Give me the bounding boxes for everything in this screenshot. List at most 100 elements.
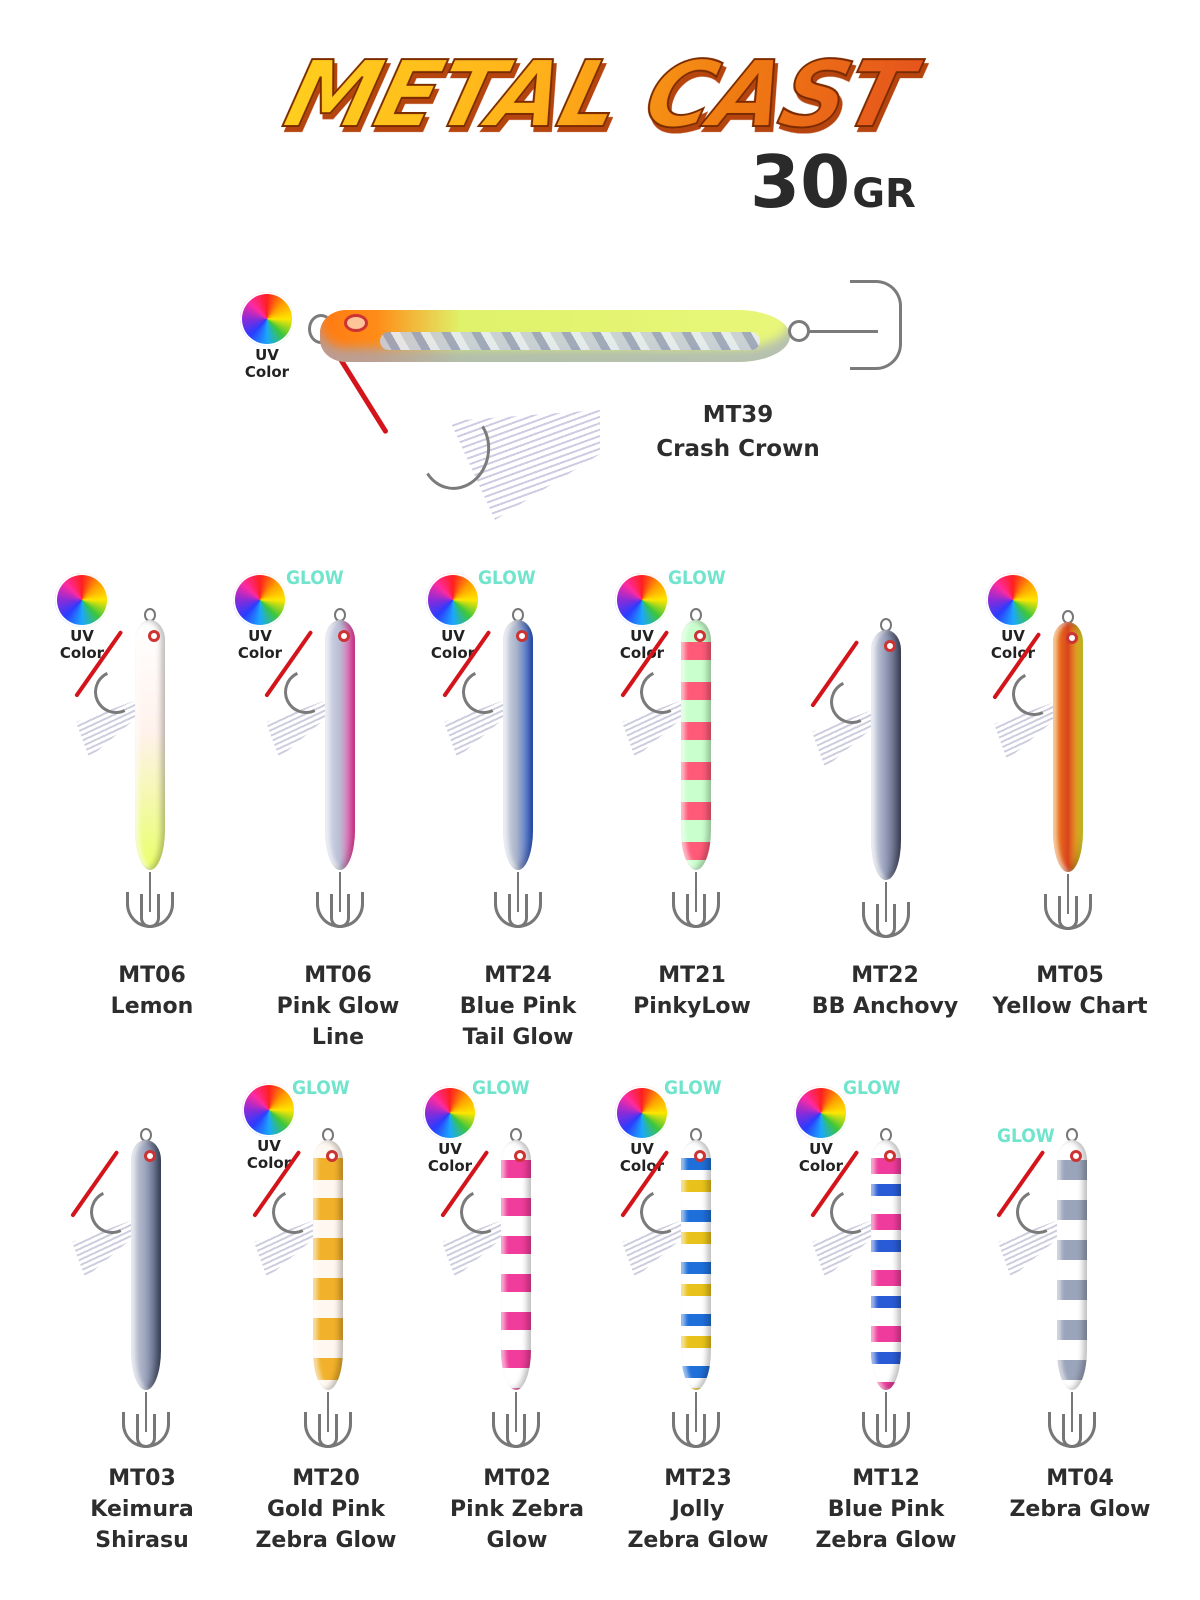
lure-image-mt05-yellow-chart [992, 592, 1128, 942]
lure-image-mt23-jolly-zebra-glow [620, 1110, 756, 1460]
jig-body [871, 1140, 901, 1390]
product-code: MT02 [483, 1466, 551, 1491]
uv-label: UV [257, 1137, 281, 1155]
product-name-line1: Pink Zebra [450, 1497, 584, 1522]
uv-label: UV [630, 627, 654, 645]
product-code: MT12 [852, 1466, 920, 1491]
product-caption: MT03 Keimura Shirasu [52, 1463, 232, 1556]
eye-icon [326, 1150, 338, 1162]
eye-icon [344, 314, 368, 332]
uv-color-badge: UV Color [418, 1086, 482, 1174]
color-label: Color [430, 644, 476, 662]
hero-uv-color-badge: UV Color [235, 292, 299, 380]
treble-hook-icon [330, 894, 350, 928]
eye-icon [1070, 1150, 1082, 1162]
color-label: Color [798, 1157, 844, 1175]
uv-color-badge: UV Color [610, 1086, 674, 1174]
weight-value: 30 [750, 140, 851, 224]
lure-image-mt06-lemon [74, 590, 210, 940]
product-caption: MT04 Zebra Glow [985, 1463, 1175, 1525]
lure-image-mt06-pink-glow-line [264, 590, 400, 940]
product-name-line1: Pink Glow [276, 994, 400, 1019]
product-name-line2: Shirasu [95, 1528, 189, 1553]
product-caption: MT02 Pink Zebra Glow [427, 1463, 607, 1556]
uv-label: UV [441, 627, 465, 645]
color-label: Color [246, 1154, 292, 1172]
uv-label: UV [438, 1140, 462, 1158]
product-name-line2: Line [311, 1025, 365, 1050]
product-code: MT05 [1036, 963, 1104, 988]
product-name-line1: Zebra Glow [1009, 1497, 1151, 1522]
product-code: MT21 [658, 963, 726, 988]
product-code: MT20 [292, 1466, 360, 1491]
uv-label: UV [809, 1140, 833, 1158]
treble-hook-icon [1058, 896, 1078, 930]
jig-body [325, 620, 355, 870]
color-wheel-icon [242, 1083, 296, 1137]
glow-badge: GLOW [668, 567, 726, 589]
treble-hook-icon [850, 280, 902, 332]
product-name-line2: Glow [486, 1528, 548, 1553]
lure-image-mt24-blue-pink-tail-glow [442, 590, 578, 940]
jig-body [681, 620, 711, 870]
hero-lure-image [300, 270, 920, 530]
uv-color-badge: UV Color [789, 1086, 853, 1174]
product-name-line1: Yellow Chart [992, 994, 1148, 1019]
uv-color-badge: UV Color [50, 573, 114, 661]
color-wheel-icon [233, 573, 287, 627]
treble-shank [808, 330, 878, 333]
glow-badge: GLOW [472, 1077, 530, 1099]
eye-icon [694, 630, 706, 642]
product-code: MT39 [702, 402, 774, 428]
product-code: MT03 [108, 1466, 176, 1491]
eye-icon [338, 630, 350, 642]
eye-icon [148, 630, 160, 642]
weight-unit: GR [852, 171, 916, 217]
treble-hook-icon [140, 894, 160, 928]
lure-image-mt22-bb-anchovy [810, 600, 946, 950]
jig-body [503, 620, 533, 870]
lure-image-mt03-keimura-shirasu [70, 1110, 206, 1460]
treble-hook-icon [1062, 1414, 1082, 1448]
glow-badge: GLOW [997, 1125, 1055, 1147]
product-name: Crash Crown [656, 436, 820, 462]
weight-label: 30GR [750, 140, 916, 230]
eye-icon [884, 640, 896, 652]
lure-image-mt21-pinkylow [620, 590, 756, 940]
eye-icon [514, 1150, 526, 1162]
lure-image-mt04-zebra-glow [996, 1110, 1132, 1460]
uv-label: UV [255, 346, 279, 364]
uv-color-badge: UV Color [237, 1083, 301, 1171]
glow-badge: GLOW [843, 1077, 901, 1099]
glow-badge: GLOW [286, 567, 344, 589]
jig-body [871, 630, 901, 880]
eye-icon [516, 630, 528, 642]
product-name-line1: BB Anchovy [811, 994, 959, 1019]
color-wheel-icon [615, 1086, 669, 1140]
treble-hook-icon [850, 330, 902, 370]
jig-body [131, 1140, 161, 1390]
color-wheel-icon [426, 573, 480, 627]
product-name-line1: PinkyLow [633, 994, 751, 1019]
jig-body [313, 1140, 343, 1390]
product-name-line2: Zebra Glow [627, 1528, 769, 1553]
product-caption: MT06 Pink Glow Line [248, 960, 428, 1053]
jig-body [135, 620, 165, 870]
product-caption: MT22 BB Anchovy [780, 960, 990, 1022]
jig-body [1053, 622, 1083, 872]
eye-icon [694, 1150, 706, 1162]
treble-hook-icon [318, 1414, 338, 1448]
uv-label: UV [630, 1140, 654, 1158]
jig-body [320, 310, 790, 362]
product-code: MT22 [851, 963, 919, 988]
product-name-line1: Gold Pink [266, 1497, 386, 1522]
treble-hook-icon [508, 894, 528, 928]
treble-hook-icon [136, 1414, 156, 1448]
product-name-line1: Blue Pink [827, 1497, 945, 1522]
color-wheel-icon [240, 292, 294, 346]
jig-body [681, 1140, 711, 1390]
uv-color-badge: UV Color [228, 573, 292, 661]
product-caption: MT20 Gold Pink Zebra Glow [236, 1463, 416, 1556]
jig-body [1057, 1140, 1087, 1390]
eye-icon [1066, 632, 1078, 644]
